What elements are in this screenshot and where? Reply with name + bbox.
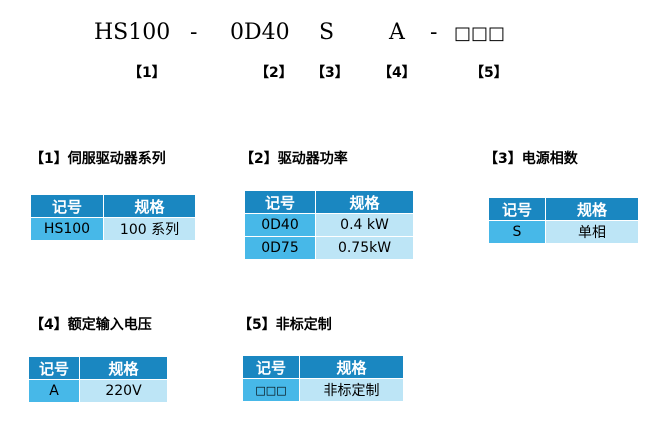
header-spec: 规格 bbox=[315, 190, 414, 214]
table-row: □□□ 非标定制 bbox=[242, 378, 404, 402]
row-code: 0D40 bbox=[244, 213, 316, 237]
model-dash-2: - bbox=[430, 20, 438, 45]
model-dash-1: - bbox=[190, 20, 198, 45]
table-header-row: 记号 规格 bbox=[488, 197, 639, 221]
header-spec: 规格 bbox=[545, 197, 639, 221]
table-row: A 220V bbox=[28, 379, 168, 403]
table-header-row: 记号 规格 bbox=[242, 355, 404, 379]
row-spec: 0.75kW bbox=[315, 236, 414, 260]
model-phase: S bbox=[319, 20, 335, 45]
index-4: 【4】 bbox=[378, 65, 416, 81]
table-row: S 单相 bbox=[488, 220, 639, 244]
table-header-row: 记号 规格 bbox=[244, 190, 414, 214]
row-spec: 0.4 kW bbox=[315, 213, 414, 237]
table-header-row: 记号 规格 bbox=[30, 194, 196, 218]
section-1-table: 记号 规格 HS100 100 系列 bbox=[30, 194, 196, 241]
model-custom: □□□ bbox=[454, 23, 506, 44]
row-spec: 非标定制 bbox=[299, 378, 404, 402]
section-5-title: 【5】非标定制 bbox=[238, 317, 332, 333]
header-code: 记号 bbox=[244, 190, 316, 214]
row-spec: 单相 bbox=[545, 220, 639, 244]
header-code: 记号 bbox=[30, 194, 104, 218]
table-header-row: 记号 规格 bbox=[28, 356, 168, 380]
model-power: 0D40 bbox=[230, 20, 290, 45]
table-row: 0D40 0.4 kW bbox=[244, 213, 414, 237]
row-code: A bbox=[28, 379, 80, 403]
row-spec: 220V bbox=[79, 379, 168, 403]
section-2-table: 记号 规格 0D40 0.4 kW 0D75 0.75kW bbox=[244, 190, 414, 260]
header-code: 记号 bbox=[28, 356, 80, 380]
row-spec: 100 系列 bbox=[103, 217, 196, 241]
header-code: 记号 bbox=[488, 197, 546, 221]
index-5: 【5】 bbox=[470, 65, 508, 81]
model-code: HS100 - 0D40 S A - □□□ bbox=[0, 16, 661, 50]
section-4-title: 【4】额定输入电压 bbox=[30, 317, 152, 333]
section-1-title: 【1】伺服驱动器系列 bbox=[30, 151, 166, 167]
index-1: 【1】 bbox=[128, 65, 166, 81]
section-4-table: 记号 规格 A 220V bbox=[28, 356, 168, 403]
row-code: □□□ bbox=[242, 378, 300, 402]
header-spec: 规格 bbox=[103, 194, 196, 218]
model-voltage: A bbox=[389, 20, 405, 45]
model-series: HS100 bbox=[94, 20, 171, 45]
index-2: 【2】 bbox=[255, 65, 293, 81]
section-5-table: 记号 规格 □□□ 非标定制 bbox=[242, 355, 404, 402]
section-2-title: 【2】驱动器功率 bbox=[240, 151, 348, 167]
section-3-title: 【3】电源相数 bbox=[484, 151, 578, 167]
section-3-table: 记号 规格 S 单相 bbox=[488, 197, 639, 244]
index-3: 【3】 bbox=[311, 65, 349, 81]
row-code: S bbox=[488, 220, 546, 244]
header-spec: 规格 bbox=[79, 356, 168, 380]
header-spec: 规格 bbox=[299, 355, 404, 379]
table-row: 0D75 0.75kW bbox=[244, 236, 414, 260]
row-code: 0D75 bbox=[244, 236, 316, 260]
table-row: HS100 100 系列 bbox=[30, 217, 196, 241]
header-code: 记号 bbox=[242, 355, 300, 379]
row-code: HS100 bbox=[30, 217, 104, 241]
